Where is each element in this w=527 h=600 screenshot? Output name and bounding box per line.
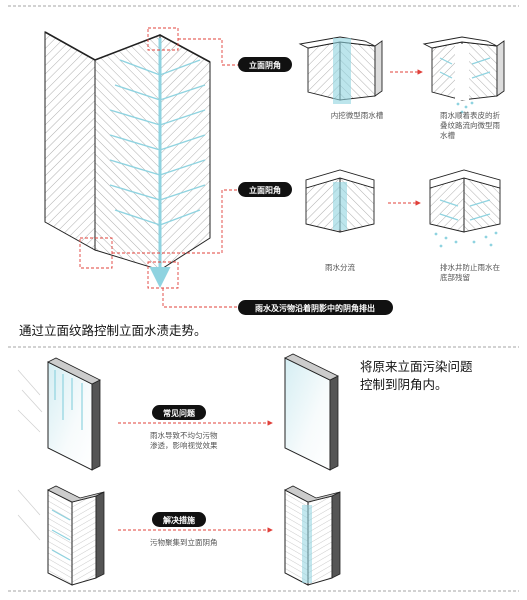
svg-text:解决措施: 解决措施 <box>163 515 195 525</box>
label-concave-corner: 立面阴角 <box>238 57 292 72</box>
detail-inner-groove <box>298 36 383 104</box>
solution-panel-before <box>17 485 105 586</box>
detail-rain-flow <box>422 36 505 114</box>
label-discharge: 雨水及污物沿着阴影中的阴角排出 <box>238 300 393 315</box>
caption-rain-flow-2: 叠纹路流向微型雨 <box>440 120 500 130</box>
caption-drip-2: 底部残留 <box>440 272 470 282</box>
solution-panel-after <box>284 485 341 586</box>
caption-drip-1: 排水井防止雨水在 <box>440 262 500 272</box>
folded-facade-illustration <box>44 27 238 308</box>
caption-rain-flow-1: 雨水顺着表皮的折 <box>440 110 500 120</box>
caption-problem-1: 雨水导致不均匀污物 <box>150 430 218 440</box>
caption-rain-flow-3: 水槽 <box>440 130 455 140</box>
svg-text:立面阳角: 立面阳角 <box>249 185 281 195</box>
label-problem: 常见问题 <box>152 405 206 420</box>
caption-rain-split: 雨水分流 <box>325 262 355 272</box>
problem-panel-before <box>17 357 101 471</box>
bottom-title-1: 将原来立面污染问题 <box>360 359 473 374</box>
bottom-title-2: 控制到阴角内。 <box>360 377 448 392</box>
detail-drip-well <box>429 169 501 248</box>
caption-problem-2: 渗透，影响视觉效果 <box>150 440 218 450</box>
label-solution: 解决措施 <box>152 512 206 527</box>
svg-text:常见问题: 常见问题 <box>163 408 196 418</box>
label-convex-corner: 立面阳角 <box>238 182 292 197</box>
detail-rain-split <box>305 169 375 233</box>
top-summary: 通过立面纹路控制立面水渍走势。 <box>19 323 207 338</box>
svg-text:雨水及污物沿着阴影中的阴角排出: 雨水及污物沿着阴影中的阴角排出 <box>255 303 375 313</box>
svg-text:立面阴角: 立面阴角 <box>249 60 281 70</box>
caption-inner-groove: 内挖微型雨水槽 <box>331 110 384 120</box>
caption-solution: 污物聚集到立面阴角 <box>150 537 218 547</box>
problem-panel-after <box>284 353 339 471</box>
